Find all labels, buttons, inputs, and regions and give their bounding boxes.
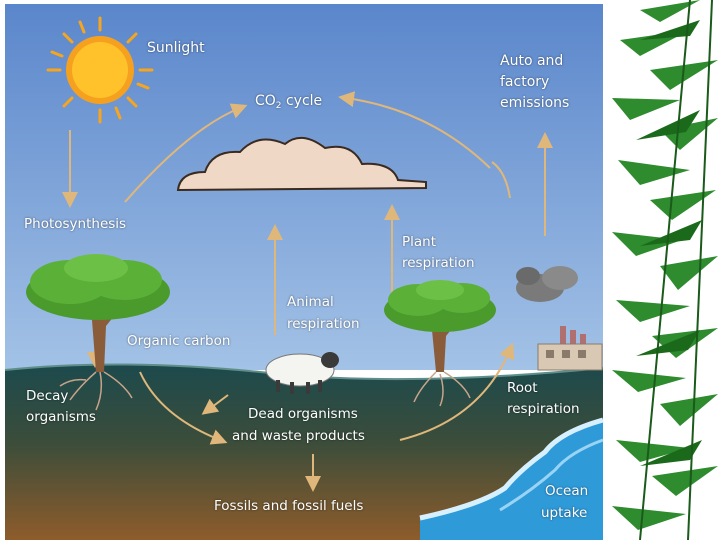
label-animal-respiration-2: respiration — [287, 316, 360, 333]
co2-suffix: cycle — [282, 93, 323, 109]
label-plant-respiration-2: respiration — [402, 255, 475, 272]
label-ocean-2: uptake — [541, 505, 587, 522]
label-decay-2: organisms — [26, 409, 96, 426]
label-fossils: Fossils and fossil fuels — [214, 498, 363, 515]
label-organic-carbon: Organic carbon — [127, 333, 230, 350]
label-decay-1: Decay — [26, 388, 68, 405]
label-root-respiration-1: Root — [507, 380, 538, 397]
label-dead-organisms-1: Dead organisms — [248, 406, 358, 423]
label-co2-cycle: CO2 cycle — [255, 93, 322, 115]
label-plant-respiration-1: Plant — [402, 234, 436, 251]
label-sunlight: Sunlight — [147, 40, 205, 57]
label-animal-respiration-1: Animal — [287, 294, 334, 311]
co2-prefix: CO — [255, 93, 276, 109]
label-auto-emissions-2: factory — [500, 74, 549, 91]
label-root-respiration-2: respiration — [507, 401, 580, 418]
label-photosynthesis: Photosynthesis — [24, 216, 126, 233]
label-auto-emissions-3: emissions — [500, 95, 569, 112]
bamboo-icon — [605, 0, 720, 540]
label-dead-organisms-2: and waste products — [232, 428, 365, 445]
label-ocean-1: Ocean — [545, 483, 588, 500]
label-auto-emissions-1: Auto and — [500, 53, 563, 70]
